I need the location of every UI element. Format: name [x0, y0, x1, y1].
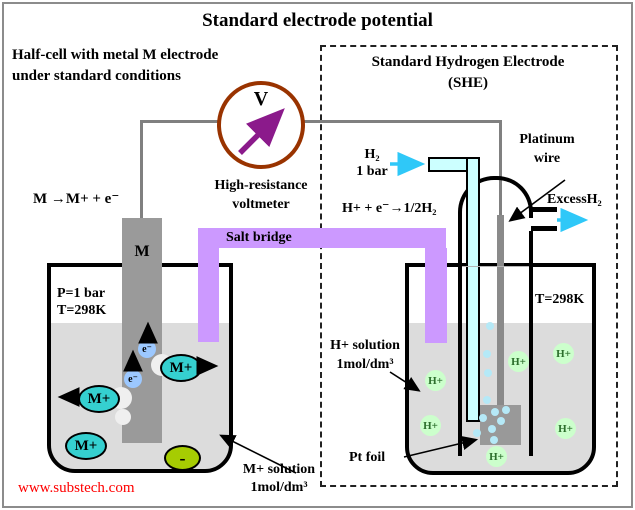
h-plus-ion-label: H+ [511, 355, 526, 368]
wire-right-vertical [499, 120, 502, 216]
h-plus-ion: H+ [425, 370, 446, 391]
h2-bubble [484, 369, 492, 377]
voltmeter: V [217, 81, 305, 169]
h2-bubble [483, 350, 491, 358]
she-heading: Standard Hydrogen Electrode (SHE) [371, 54, 565, 91]
h2-bubble [473, 429, 481, 437]
pt-foil-label: Pt foil [349, 450, 386, 465]
electron: e⁻ [138, 340, 156, 358]
left-conditions: P=1 bar T=298K [57, 286, 107, 318]
h-plus-ion: H+ [486, 446, 507, 467]
m-plus-ion-label: M+ [169, 359, 193, 376]
salt-bridge-top [198, 228, 446, 248]
m-plus-ion-label: M+ [87, 390, 111, 407]
left-half-cell-heading: Half-cell with metal M electrode under s… [12, 47, 219, 84]
m-plus-ion-label: M+ [74, 437, 98, 454]
m-plus-ion: M+ [160, 354, 202, 382]
watermark-link[interactable]: www.substech.com [18, 480, 135, 496]
bell-jar-left-wall [458, 214, 462, 456]
h-plus-ion: H+ [553, 343, 574, 364]
electron-label: e⁻ [128, 373, 138, 385]
h2-bubble [502, 406, 510, 414]
h-plus-ion: H+ [508, 351, 529, 372]
h2-bubble [486, 322, 494, 330]
h-plus-ion-label: H+ [428, 374, 443, 387]
electrode-notch [115, 409, 131, 425]
wire-left-horizontal [141, 120, 218, 123]
m-plus-ion: M+ [78, 385, 120, 413]
salt-bridge-label: Salt bridge [226, 230, 292, 245]
h2-inlet-label: H₂ 1 bar [356, 147, 388, 179]
electron-label: e⁻ [142, 343, 152, 355]
h2-bubble [488, 425, 496, 433]
h2-bubble [479, 414, 487, 422]
pt-foil [480, 405, 521, 445]
platinum-wire [497, 215, 504, 405]
h-plus-ion-label: H+ [556, 347, 571, 360]
she-dashed-box [320, 45, 618, 487]
h2-inlet-tube-vertical [466, 157, 480, 422]
she-reaction: H+ + e⁻→1/2H₂ [342, 201, 437, 216]
h2-bubble [497, 417, 505, 425]
negative-ion: - [164, 445, 201, 471]
salt-bridge-right-leg [425, 248, 447, 343]
h-plus-ion-label: H+ [489, 450, 504, 463]
salt-bridge-left-leg [198, 248, 219, 342]
right-temperature: T=298K [535, 292, 585, 307]
wire-right-horizontal [304, 120, 501, 123]
electrode-label: M [134, 243, 150, 260]
outlet-arm-bottom [531, 226, 557, 231]
h-plus-ion-label: H+ [423, 419, 438, 432]
voltmeter-symbol: V [253, 88, 269, 110]
m-solution-label: M+ solution 1mol/dm³ [242, 462, 316, 495]
bell-jar-right-wall [529, 231, 533, 456]
h2-bubble [483, 396, 491, 404]
m-plus-ion: M+ [65, 432, 107, 460]
h-solution-label: H+ solution 1mol/dm³ [330, 338, 400, 372]
platinum-wire-label: Platinum wire [519, 132, 575, 166]
excess-h2-label: ExcessH₂ [547, 192, 602, 207]
voltmeter-label: High-resistance voltmeter [214, 178, 308, 212]
metal-oxidation-reaction: M →M+ + e⁻ [33, 191, 120, 207]
h2-bubble [490, 436, 498, 444]
page-title: Standard electrode potential [202, 10, 433, 31]
beaker-rim-through-glass [462, 266, 529, 267]
h-plus-ion-label: H+ [558, 422, 573, 435]
negative-ion-label: - [179, 448, 186, 468]
wire-left-vertical [140, 120, 143, 219]
h-plus-ion: H+ [420, 415, 441, 436]
h-plus-ion: H+ [555, 418, 576, 439]
h2-bubble [491, 408, 499, 416]
electron: e⁻ [124, 370, 142, 388]
